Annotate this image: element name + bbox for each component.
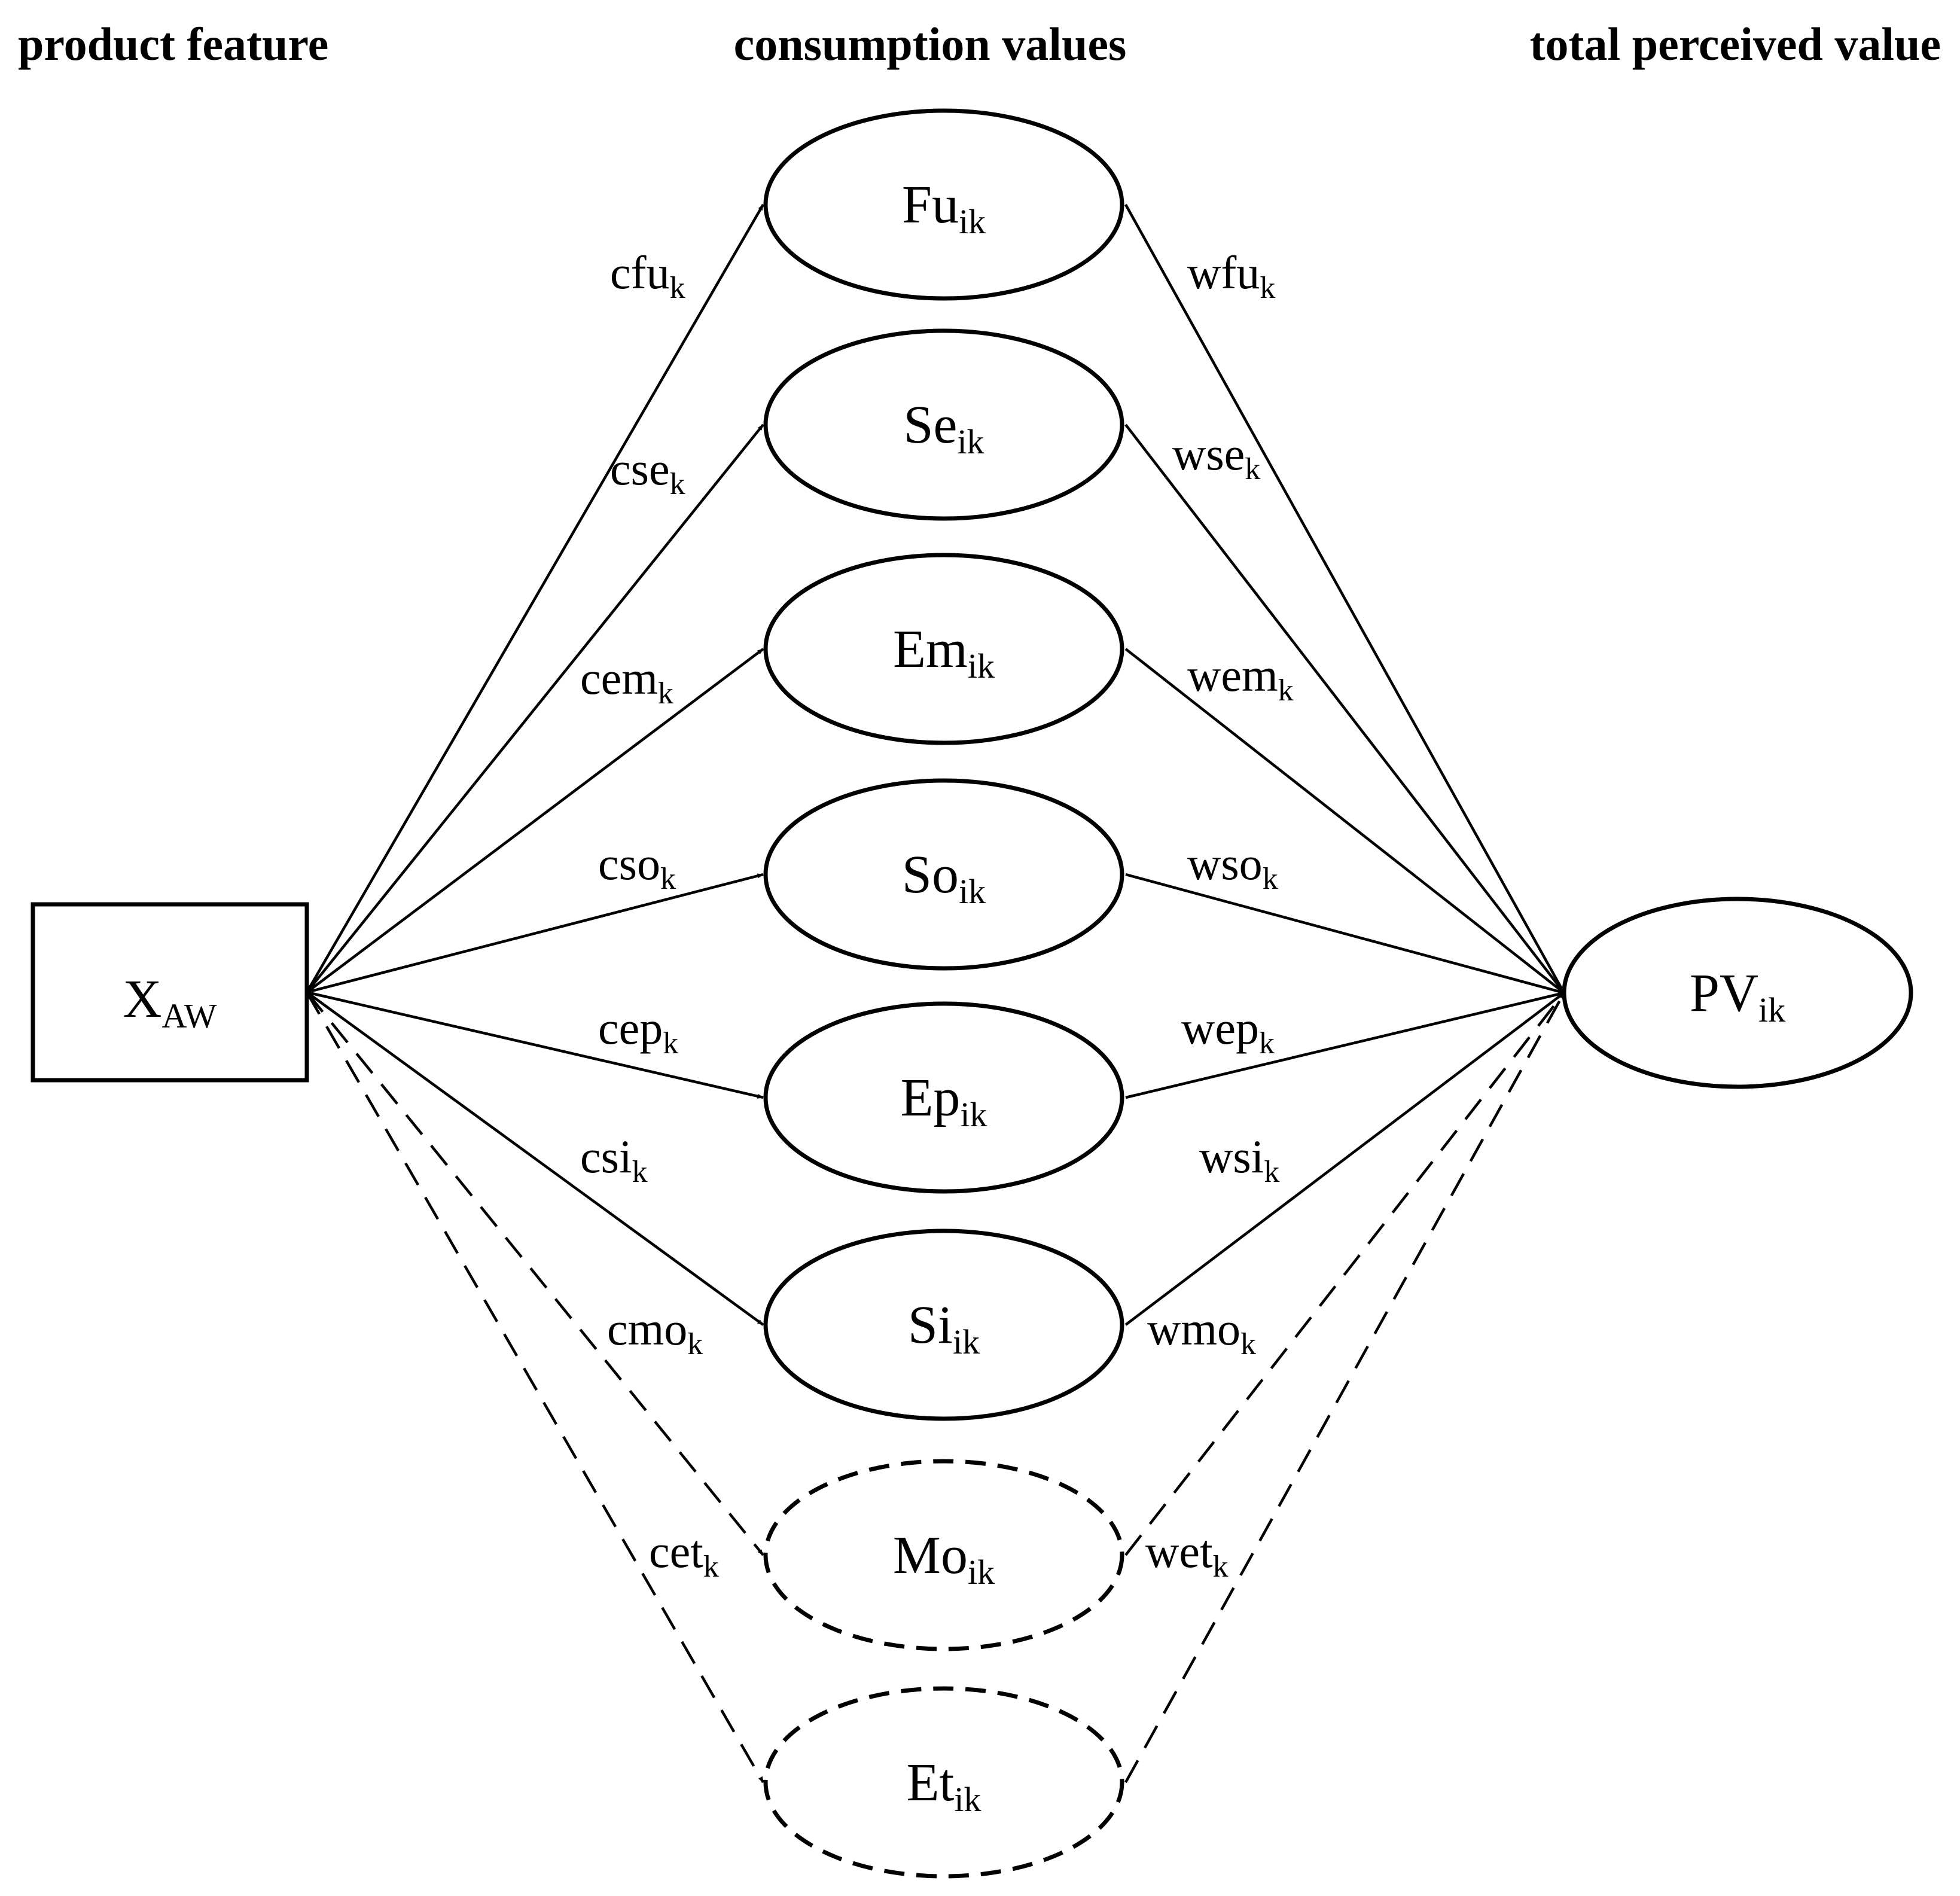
edge-label-wfu: wfuk <box>1187 246 1275 305</box>
edge-label-cmo: cmok <box>607 1303 703 1361</box>
value-node-se: Seik <box>763 328 1124 521</box>
value-node-em-label: Emik <box>893 620 995 685</box>
edge-label-cso: csok <box>598 837 676 896</box>
edge-in-fu <box>306 203 764 993</box>
value-node-ep-label: Epik <box>900 1068 987 1134</box>
edge-out-se <box>1124 423 1565 994</box>
edge-label-wse: wsek <box>1172 428 1260 486</box>
edge-out-so <box>1125 873 1565 995</box>
value-node-si-ellipse <box>763 1229 1124 1421</box>
value-node-fu-ellipse <box>763 108 1124 301</box>
edge-in-si <box>306 991 764 1326</box>
value-node-se-label: Seik <box>903 395 984 461</box>
edge-label-wep: wepk <box>1181 1002 1275 1060</box>
value-node-so: Soik <box>763 778 1124 971</box>
value-node-mo-label: Moik <box>893 1526 995 1592</box>
input-node: XAW <box>31 902 309 1083</box>
value-node-mo-ellipse <box>763 1459 1124 1651</box>
value-node-fu: Fuik <box>763 108 1124 301</box>
output-node: PVik <box>1562 897 1913 1089</box>
edge-label-wmo: wmok <box>1147 1303 1256 1361</box>
edge-out-fu <box>1124 203 1565 994</box>
edge-in-se <box>306 423 764 993</box>
edge-label-cse: csek <box>610 443 685 501</box>
value-node-et-ellipse <box>763 1686 1124 1879</box>
value-node-mo: Moik <box>763 1459 1124 1651</box>
edge-out-em <box>1124 648 1565 994</box>
value-node-si: Siik <box>763 1229 1124 1421</box>
value-node-ep-ellipse <box>763 1001 1124 1194</box>
edge-label-cem: cemk <box>580 652 673 711</box>
edge-label-wso: wsok <box>1187 837 1278 896</box>
edge-in-ep <box>306 990 764 1099</box>
header-product-feature: product feature <box>18 18 328 70</box>
edge-in-et <box>306 991 764 1784</box>
edge-in-so <box>306 873 764 994</box>
edge-out-mo <box>1124 992 1565 1556</box>
edge-label-wsi: wsik <box>1199 1130 1279 1189</box>
edge-label-wem: wemk <box>1187 649 1294 708</box>
edge-in-mo <box>306 991 764 1556</box>
edge-out-et <box>1124 992 1565 1784</box>
edge-out-ep <box>1125 991 1565 1099</box>
edge-label-cfu: cfuk <box>610 246 685 305</box>
value-node-so-ellipse <box>763 778 1124 971</box>
header-total-perceived-value: total perceived value <box>1530 18 1941 70</box>
value-node-et: Etik <box>763 1686 1124 1879</box>
edge-label-cet: cetk <box>649 1525 719 1584</box>
output-node-ellipse <box>1562 897 1913 1089</box>
value-node-fu-label: Fuik <box>902 175 986 241</box>
value-node-em: Emik <box>763 553 1124 745</box>
edges-layer: cfuk wfuk csek wsek cemk wemk csok wsok cepk wepk… <box>306 203 1565 1784</box>
edge-out-si <box>1124 992 1565 1326</box>
edge-label-cep: cepk <box>598 1002 678 1060</box>
value-node-ep: Epik <box>763 1001 1124 1194</box>
value-node-et-label: Etik <box>906 1753 981 1819</box>
input-node-label: XAW <box>123 970 217 1035</box>
value-node-so-label: Soik <box>902 845 986 911</box>
value-node-se-ellipse <box>763 328 1124 521</box>
input-node-box <box>31 902 309 1083</box>
output-node-label: PVik <box>1690 964 1785 1029</box>
edge-label-csi: csik <box>580 1130 648 1189</box>
value-node-em-ellipse <box>763 553 1124 745</box>
value-node-si-label: Siik <box>908 1296 980 1361</box>
header-consumption-values: consumption values <box>734 18 1127 70</box>
edge-in-em <box>306 648 764 993</box>
edge-label-wet: wetk <box>1145 1525 1229 1584</box>
